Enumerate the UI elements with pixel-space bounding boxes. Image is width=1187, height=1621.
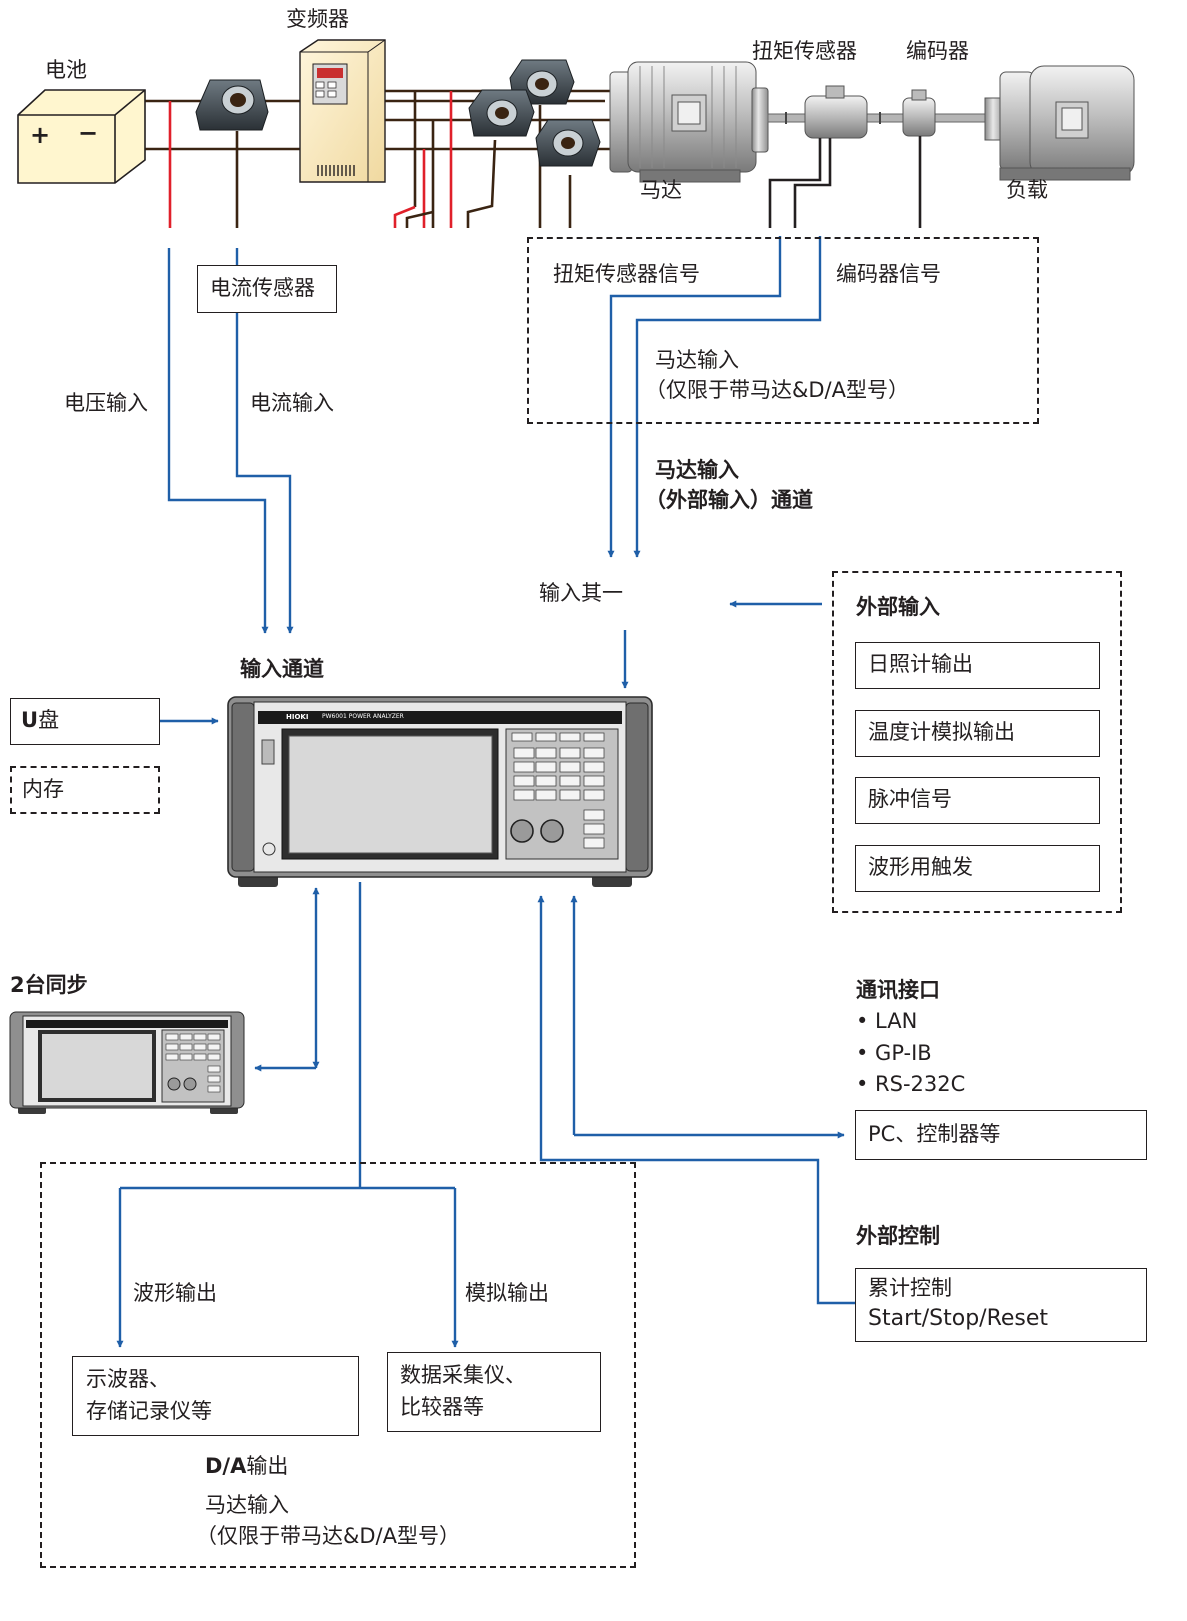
waveform-trigger-label: 波形用触发 bbox=[868, 855, 973, 879]
data-logger-label-2: 比较器等 bbox=[400, 1395, 484, 1419]
power-analyzer-illustration bbox=[227, 696, 653, 887]
integration-control-box: 累计控制 Start/Stop/Reset bbox=[855, 1268, 1147, 1342]
battery-label: 电池 bbox=[45, 58, 87, 82]
oscilloscope-box: 示波器、 存储记录仪等 bbox=[72, 1356, 359, 1436]
sync-text: 台同步 bbox=[24, 973, 88, 997]
comm-lan: • LAN bbox=[856, 1009, 918, 1033]
sunshine-meter-box: 日照计输出 bbox=[855, 642, 1100, 689]
inverter-illustration bbox=[299, 39, 386, 183]
comm-rs232c: • RS-232C bbox=[856, 1072, 966, 1096]
usb-drive-suffix: 盘 bbox=[38, 708, 60, 732]
start-stop-reset-label: Start/Stop/Reset bbox=[868, 1306, 1049, 1331]
drivetrain-illustration bbox=[767, 85, 993, 228]
motor-label: 马达 bbox=[640, 178, 682, 202]
motor-input-note-2: （仅限于带马达&D/A型号） bbox=[645, 378, 909, 402]
external-input-title: 外部输入 bbox=[856, 595, 940, 619]
sunshine-meter-label: 日照计输出 bbox=[868, 652, 973, 676]
torque-signal-label: 扭矩传感器信号 bbox=[553, 262, 700, 286]
synced-analyzer-illustration bbox=[9, 1011, 245, 1114]
torque-sensor-label: 扭矩传感器 bbox=[752, 39, 857, 63]
da-motor-note-1: 马达输入 bbox=[205, 1493, 289, 1517]
inverter-label: 变频器 bbox=[286, 7, 349, 31]
current-sensor-box-label: 电流传感器 bbox=[210, 276, 315, 300]
load-label: 负载 bbox=[1006, 178, 1048, 202]
encoder-label: 编码器 bbox=[906, 39, 969, 63]
battery-illustration bbox=[17, 89, 146, 184]
pc-controller-box: PC、控制器等 bbox=[855, 1110, 1147, 1160]
comm-gpib: • GP-IB bbox=[856, 1041, 932, 1065]
sync-count: 2 bbox=[10, 973, 25, 997]
da-output-prefix: D/A bbox=[205, 1454, 247, 1478]
load-illustration bbox=[984, 65, 1135, 181]
motor-input-note-1: 马达输入 bbox=[655, 348, 739, 372]
external-control-title: 外部控制 bbox=[856, 1224, 940, 1248]
usb-drive-box: U盘 bbox=[10, 698, 160, 745]
voltage-input-label: 电压输入 bbox=[64, 391, 148, 415]
data-logger-label-1: 数据采集仪、 bbox=[400, 1363, 526, 1387]
da-output-suffix: 输出 bbox=[246, 1454, 289, 1478]
da-output-title: D/A输出 bbox=[205, 1453, 288, 1479]
usb-drive-label: U盘 bbox=[21, 706, 59, 734]
current-sensor-icon bbox=[195, 79, 269, 131]
thermometer-label: 温度计模拟输出 bbox=[868, 720, 1015, 744]
power-wiring bbox=[145, 89, 615, 228]
internal-memory-box: 内存 bbox=[10, 766, 160, 814]
usb-drive-prefix: U bbox=[21, 708, 39, 732]
oscilloscope-label-2: 存储记录仪等 bbox=[86, 1399, 212, 1423]
pulse-signal-label: 脉冲信号 bbox=[868, 787, 952, 811]
motor-channel-label-1: 马达输入 bbox=[655, 458, 739, 482]
comm-interface-title: 通讯接口 bbox=[856, 978, 940, 1002]
motor-illustration bbox=[609, 61, 769, 183]
waveform-output-label: 波形输出 bbox=[133, 1281, 217, 1305]
current-sensors-icon bbox=[468, 59, 601, 167]
input-channel-label: 输入通道 bbox=[240, 657, 324, 681]
da-output-group bbox=[40, 1162, 636, 1568]
motor-input-box bbox=[527, 237, 1039, 424]
current-input-label: 电流输入 bbox=[250, 391, 334, 415]
signal-arrows bbox=[116, 236, 857, 1348]
instrument-brand: HIOKI bbox=[286, 713, 309, 721]
battery-minus: − bbox=[78, 119, 99, 147]
oscilloscope-label-1: 示波器、 bbox=[86, 1367, 170, 1391]
thermometer-box: 温度计模拟输出 bbox=[855, 710, 1100, 757]
integration-control-label: 累计控制 bbox=[868, 1276, 952, 1300]
data-logger-box: 数据采集仪、 比较器等 bbox=[387, 1352, 601, 1432]
instrument-model: PW6001 POWER ANALYZER bbox=[322, 713, 404, 720]
da-motor-note-2: （仅限于带马达&D/A型号） bbox=[196, 1524, 460, 1548]
motor-channel-label-2: （外部输入）通道 bbox=[645, 488, 813, 512]
waveform-trigger-box: 波形用触发 bbox=[855, 845, 1100, 892]
sync-label: 2台同步 bbox=[10, 972, 88, 998]
analog-output-label: 模拟输出 bbox=[465, 1281, 549, 1305]
encoder-signal-label: 编码器信号 bbox=[836, 262, 941, 286]
one-of-inputs-label: 输入其一 bbox=[539, 581, 623, 605]
pc-controller-label: PC、控制器等 bbox=[868, 1122, 1001, 1146]
current-sensor-box: 电流传感器 bbox=[197, 265, 337, 313]
battery-plus: + bbox=[30, 121, 51, 149]
pulse-signal-box: 脉冲信号 bbox=[855, 777, 1100, 824]
external-input-group bbox=[832, 571, 1122, 913]
internal-memory-label: 内存 bbox=[22, 777, 64, 801]
